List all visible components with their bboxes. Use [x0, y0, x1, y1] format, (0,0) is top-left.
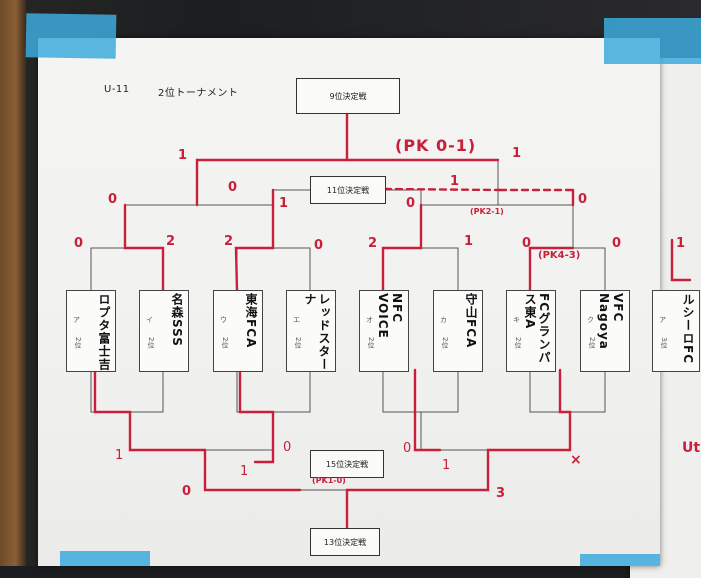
team-code: ク [587, 316, 594, 324]
pk-note-lower: (PK1-0) [312, 476, 346, 485]
team-code: キ [513, 316, 520, 324]
edge-note: Ut [682, 440, 701, 456]
team-name: レッドスターナ [303, 293, 331, 371]
score: 2 [368, 236, 378, 251]
team-card-ku: ク 2位 VFC Nagoya [580, 290, 630, 372]
winner-lines [93, 112, 692, 530]
score: 1 [676, 236, 686, 251]
team-rank: 2位 [367, 337, 375, 349]
score: 0 [612, 236, 622, 251]
team-code: ア [73, 316, 80, 324]
team-rank: 2位 [74, 337, 82, 349]
team-card-u: ウ 2位 東海FCA [213, 290, 263, 372]
score: 0 [403, 441, 412, 456]
tape-top-right [604, 18, 701, 64]
tape-bottom-left [60, 551, 150, 566]
team-card-next-sheet: ア 3位 ルシーロFC [652, 290, 700, 372]
team-card-ki: キ 2位 FCグランパス東A [506, 290, 556, 372]
match-place15: 15位決定戦 [310, 450, 384, 478]
sheet-title: 2位トーナメント [158, 88, 239, 99]
team-code: オ [366, 316, 373, 324]
pk-note-semi: (PK2-1) [470, 207, 504, 216]
team-rank: 2位 [441, 337, 449, 349]
score: 1 [450, 174, 460, 189]
team-name: 守山FCA [464, 293, 478, 349]
team-name: ルシーロFC [681, 293, 695, 365]
pk-note-round1: (PK4-3) [538, 250, 581, 261]
team-code: ウ [220, 316, 227, 324]
score: 0 [406, 196, 416, 211]
team-name: ロプタ富士吉 [97, 293, 111, 371]
team-rank: 2位 [588, 337, 596, 349]
score: 1 [279, 196, 289, 211]
pk-note-final: (PK 0-1) [395, 136, 477, 155]
team-name: FCグランパス東A [523, 293, 551, 365]
team-rank: 3位 [660, 337, 668, 349]
team-card-ka: カ 2位 守山FCA [433, 290, 483, 372]
score: 2 [224, 234, 234, 249]
wooden-board-edge [0, 0, 26, 566]
team-rank: 2位 [514, 337, 522, 349]
tape-bottom-right [580, 554, 660, 566]
team-name: 東海FCA [244, 293, 258, 349]
score: 0 [578, 192, 588, 207]
score: 0 [228, 180, 238, 195]
score: 3 [496, 486, 506, 501]
score: 0 [314, 238, 324, 253]
score: 1 [178, 148, 188, 163]
team-code: ア [659, 316, 666, 324]
team-name: NFC VOICE [376, 293, 404, 339]
match-place11: 11位決定戦 [310, 176, 386, 204]
score: 0 [283, 440, 292, 455]
score: 0 [522, 236, 532, 251]
team-rank: 2位 [221, 337, 229, 349]
score: 1 [464, 234, 474, 249]
team-card-o: オ 2位 NFC VOICE [359, 290, 409, 372]
match-place13: 13位決定戦 [310, 528, 380, 556]
score: 1 [115, 448, 124, 463]
team-rank: 2位 [294, 337, 302, 349]
score: 1 [442, 458, 451, 473]
team-code: カ [440, 316, 447, 324]
team-name: 名森SSS [170, 293, 184, 347]
score: 2 [166, 234, 176, 249]
score: 0 [74, 236, 84, 251]
team-code: イ [146, 316, 153, 324]
score: 1 [240, 464, 249, 479]
x-mark: × [570, 452, 582, 468]
team-rank: 2位 [147, 337, 155, 349]
score: 0 [108, 192, 118, 207]
match-place9: 9位決定戦 [296, 78, 400, 114]
team-card-a: ア 2位 ロプタ富士吉 [66, 290, 116, 372]
category-label: U-11 [104, 84, 130, 95]
team-code: エ [293, 316, 300, 324]
team-name: VFC Nagoya [597, 293, 625, 350]
team-card-i: イ 2位 名森SSS [139, 290, 189, 372]
score: 0 [182, 484, 192, 499]
score: 1 [512, 146, 522, 161]
team-card-e: エ 2位 レッドスターナ [286, 290, 336, 372]
